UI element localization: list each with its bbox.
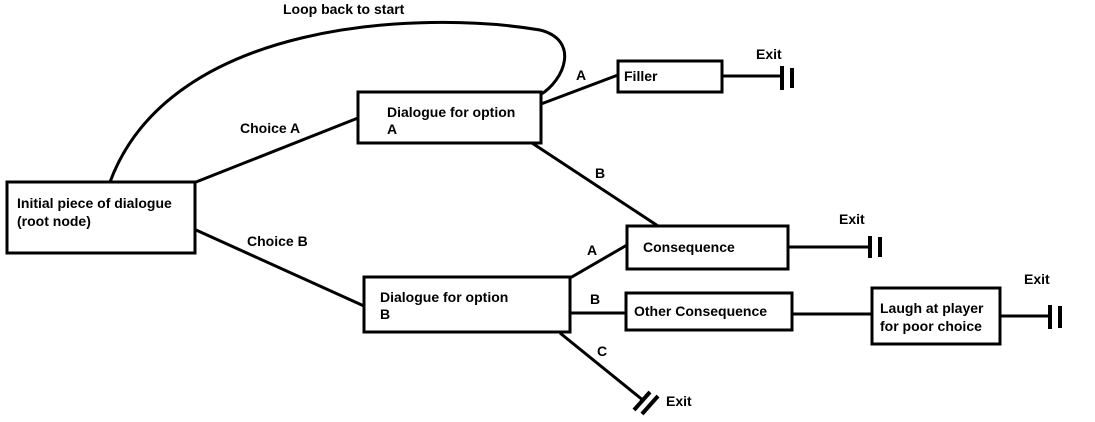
edge-choice-b-line (195, 228, 365, 308)
laugh-line2: for poor choice (880, 318, 982, 334)
other-consequence-label: Other Consequence (634, 303, 767, 319)
consequence-node: Consequence (625, 224, 790, 271)
root-node: Initial piece of dialogue (root node) (5, 180, 197, 255)
edge-b-to-other-label: B (590, 291, 600, 307)
c-exit-terminator (632, 390, 652, 412)
option-a-line1: Dialogue for option (387, 104, 515, 120)
filler-node: Filler (616, 59, 724, 94)
loop-back-label: Loop back to start (283, 1, 405, 17)
edge-b-to-exit-line (559, 331, 645, 403)
choice-b-label: Choice B (247, 233, 308, 249)
c-exit-label: Exit (666, 393, 692, 409)
loop-back-curve (108, 21, 567, 183)
option-a-node: Dialogue for option A (356, 90, 543, 145)
laugh-exit-label: Exit (1024, 271, 1050, 287)
root-node-line1: Initial piece of dialogue (17, 195, 172, 211)
laugh-line1: Laugh at player (880, 300, 984, 316)
edge-choice-a-line (195, 116, 359, 184)
consequence-exit-label: Exit (839, 211, 865, 227)
option-a-line2: A (387, 121, 397, 137)
option-b-line1: Dialogue for option (380, 289, 508, 305)
edge-a-to-consequence-line (531, 141, 659, 228)
filler-exit-label: Exit (756, 46, 782, 62)
edge-b-to-consequence-label: A (587, 242, 597, 258)
other-consequence-node: Other Consequence (624, 291, 794, 332)
consequence-label: Consequence (643, 239, 735, 255)
edge-a-to-filler-line (540, 73, 619, 106)
laugh-node: Laugh at player for poor choice (870, 286, 1002, 346)
choice-a-label: Choice A (240, 120, 300, 136)
edge-a-to-filler-label: A (576, 67, 586, 83)
root-node-line2: (root node) (17, 213, 91, 229)
edge-b-to-exit-label: C (597, 343, 607, 359)
option-b-line2: B (380, 306, 390, 322)
edge-b-to-consequence-line (569, 243, 628, 280)
option-b-node: Dialogue for option B (362, 275, 572, 334)
edge-a-to-consequence-label: B (595, 165, 605, 181)
filler-label: Filler (624, 68, 658, 84)
c-exit-terminator-2 (640, 394, 660, 416)
